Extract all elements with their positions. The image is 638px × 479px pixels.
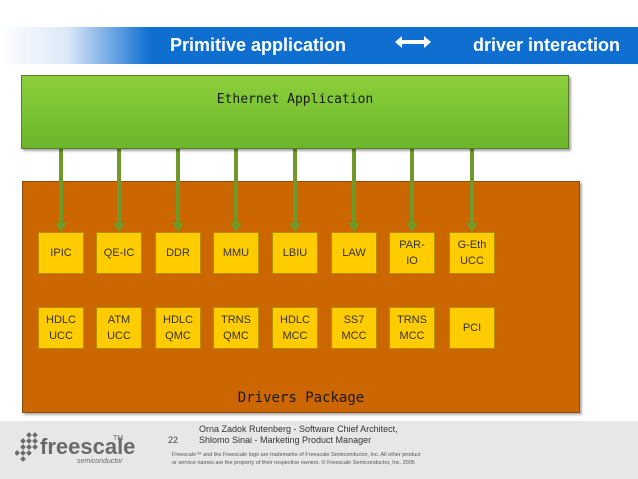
slide-footer: freescale TM semiconductor 22 Orna Zadok… (0, 421, 638, 479)
driver-module: SS7 MCC (331, 307, 377, 349)
driver-module: PCI (449, 307, 495, 349)
logo-wordmark: freescale (40, 434, 136, 459)
driver-module: TRNS MCC (389, 307, 435, 349)
down-arrow (113, 147, 125, 232)
slide-header: Primitive application driver interaction (0, 0, 638, 66)
down-arrow (348, 147, 360, 232)
driver-module: HDLC MCC (272, 307, 318, 349)
freescale-logo-icon (15, 432, 38, 462)
authors-line-1: Orna Zadok Rutenberg - Software Chief Ar… (199, 424, 398, 434)
down-arrow (172, 147, 184, 232)
driver-module: LBIU (272, 232, 318, 274)
drivers-package-label: Drivers Package (237, 390, 365, 406)
ethernet-application-box: Ethernet Application (21, 75, 569, 149)
driver-module: HDLC QMC (155, 307, 201, 349)
logo-trademark: TM (113, 435, 124, 442)
driver-module: TRNS QMC (213, 307, 259, 349)
driver-module: G-Eth UCC (449, 232, 495, 274)
driver-module: DDR (155, 232, 201, 274)
legal-line-2: or service names are the property of the… (172, 460, 415, 466)
legal-line-1: Freescale™ and the Freescale logo are tr… (172, 452, 421, 458)
down-arrow (230, 147, 242, 232)
down-arrow (466, 147, 478, 232)
down-arrow (55, 147, 67, 232)
ethernet-application-label: Ethernet Application (216, 92, 374, 107)
title-right: driver interaction (472, 35, 620, 55)
driver-module: QE-IC (96, 232, 142, 274)
drivers-package-box: Drivers Package (22, 181, 580, 413)
title-left: Primitive application (170, 35, 347, 55)
driver-module: IPIC (38, 232, 84, 274)
title-bar (0, 27, 638, 64)
double-arrow-icon (395, 36, 431, 48)
driver-module: ATM UCC (96, 307, 142, 349)
driver-module: MMU (213, 232, 259, 274)
driver-module: LAW (331, 232, 377, 274)
down-arrow (406, 147, 418, 232)
authors-line-2: Shlomo Sinai - Marketing Product Manager (199, 435, 372, 445)
legal-notice: Freescale™ and the Freescale logo are tr… (172, 451, 421, 467)
logo-subtitle: semiconductor (77, 458, 123, 465)
driver-module: HDLC UCC (38, 307, 84, 349)
page-number: 22 (168, 435, 179, 445)
driver-module: PAR- IO (389, 232, 435, 274)
down-arrow (289, 147, 301, 232)
authors: Orna Zadok Rutenberg - Software Chief Ar… (199, 424, 398, 446)
